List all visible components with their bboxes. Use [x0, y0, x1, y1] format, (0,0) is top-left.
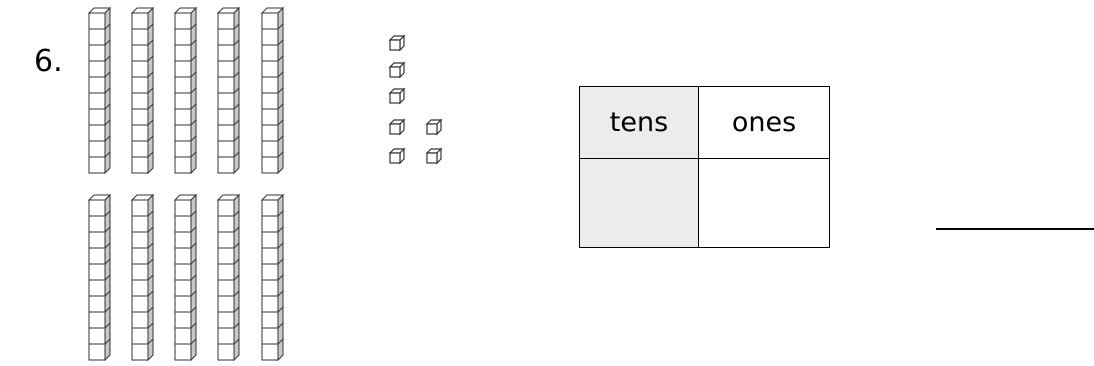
ones-answer-cell[interactable] — [698, 158, 830, 248]
ones-cube — [425, 118, 443, 136]
tens-rod — [173, 193, 198, 362]
ones-cube — [388, 87, 406, 105]
ones-cube — [388, 61, 406, 79]
tens-rod — [130, 193, 155, 362]
ones-cube — [388, 34, 406, 52]
tens-rod — [260, 193, 285, 362]
problem-number: 6. — [34, 44, 63, 79]
ones-cube — [388, 118, 406, 136]
tens-rod — [216, 6, 241, 175]
tens-rod — [173, 6, 198, 175]
ones-header: ones — [698, 86, 830, 159]
table-header-row: tens ones — [579, 86, 830, 159]
tens-rod — [87, 6, 112, 175]
tens-answer-cell[interactable] — [579, 158, 699, 248]
place-value-table: tens ones — [579, 86, 830, 248]
tens-rod — [260, 6, 285, 175]
tens-rod — [130, 6, 155, 175]
table-answer-row — [579, 158, 830, 248]
tens-header: tens — [579, 86, 699, 159]
ones-cube — [425, 147, 443, 165]
answer-line[interactable] — [936, 228, 1094, 230]
tens-rod — [87, 193, 112, 362]
tens-rod — [216, 193, 241, 362]
ones-cube — [388, 147, 406, 165]
